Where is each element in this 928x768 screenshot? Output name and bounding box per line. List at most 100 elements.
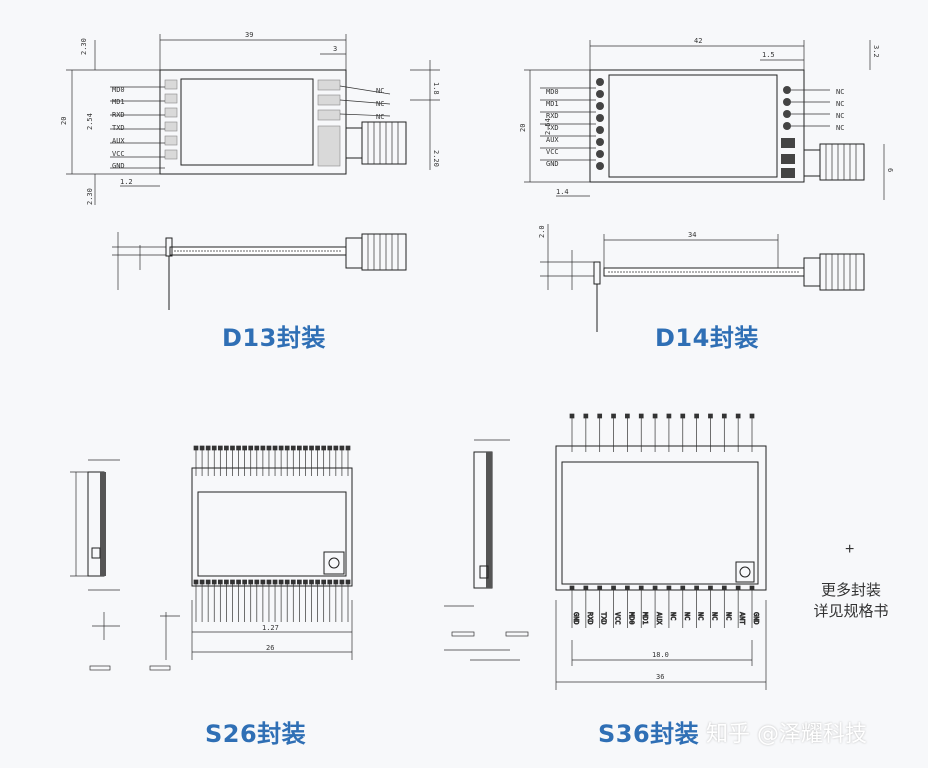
s36-caption: S36封装: [598, 720, 700, 748]
s26-bottom-pin-pad: [260, 579, 266, 585]
s26-top-pin-pad: [230, 445, 235, 451]
d14-pin-label: MD0: [546, 88, 559, 96]
d14-pin-label: NC: [836, 88, 844, 96]
s26-bottom-pin-pad: [290, 579, 296, 585]
d13-pin-label: NC: [376, 87, 384, 95]
d13-dim: 2.20: [432, 150, 440, 167]
s26-dim-length: 26: [266, 644, 274, 652]
s26-bottom-pin-pad: [284, 579, 290, 585]
s36-top-pin-pad: [597, 413, 603, 419]
d13-dim: 1.8: [432, 82, 440, 95]
s36-top-pin-pad: [666, 413, 672, 419]
s36-pin-label: MD1: [641, 612, 649, 625]
s36-pin-label: MD0: [627, 612, 635, 625]
d14-pin-label: MD1: [546, 100, 559, 108]
s26-bottom-pin-pad: [345, 579, 351, 585]
s36-top-pin-pad: [569, 413, 575, 419]
s36-top-pin-pad: [721, 413, 727, 419]
s36-bottom-pin-pad: [611, 585, 616, 591]
s36-pin-label: NC: [697, 612, 705, 620]
s26-bottom-pin-pad: [205, 579, 211, 585]
s36-top-pin-pad: [749, 413, 755, 419]
s26-bottom-pin-pad: [248, 579, 254, 585]
s26-top-pin-pad: [284, 445, 290, 451]
d14-dim: 3.2: [872, 45, 880, 58]
d14-dim: 1.5: [762, 51, 775, 59]
s36-pin-label: TXD: [600, 612, 608, 625]
s26-top-pin-pad: [266, 445, 272, 451]
s36-bottom-pin-pad: [708, 585, 713, 591]
s36-bottom-pin-pad: [749, 585, 755, 591]
s26-top-pin-pad: [303, 445, 308, 451]
d13-dim: 3: [333, 45, 337, 53]
s36-pin-label: RXD: [586, 612, 594, 625]
s26-bottom-pin-pad: [242, 579, 247, 585]
s26-bottom-pin-pad: [230, 579, 235, 585]
s26-top-pin-pad: [236, 445, 241, 451]
s26-top-pin-pad: [248, 445, 254, 451]
d14-top-view: MD0 MD1 RXD TXD AUX VCC GND NC NC NC NC …: [519, 37, 894, 200]
s36-top-pin-pad: [638, 413, 644, 419]
s36-bottom-pin-pad: [638, 585, 644, 591]
s36-bottom-pin-pad: [597, 585, 603, 591]
s36-bottom-pin-pad: [721, 585, 727, 591]
s26-bottom-pin-pad: [297, 579, 302, 585]
s36-bottom-pin-pad: [569, 585, 575, 591]
d13-dim: 1.2: [120, 178, 133, 186]
s36-pin-label: NC: [683, 612, 691, 620]
s26-bottom-pin-pad: [217, 579, 223, 585]
s26-top-pin-pad: [339, 445, 345, 451]
d14-pin-label: NC: [836, 112, 844, 120]
s36-top-pin-pad: [708, 413, 713, 419]
d13-dim: 2.30: [86, 188, 94, 205]
d13-pin-label: NC: [376, 113, 384, 121]
s26-top-pin-pad: [242, 445, 247, 451]
s26-top-pin-pad: [199, 445, 205, 451]
d14-dim: 34: [688, 231, 696, 239]
s26-bottom-pin-pad: [211, 579, 217, 585]
s26-side-view: [70, 459, 120, 640]
s36-pin-label: AUX: [655, 612, 663, 625]
s26-bottom-pin-pad: [303, 579, 308, 585]
s26-top-pin-pad: [333, 445, 339, 451]
s26-top-pin-pad: [205, 445, 211, 451]
s26-dim: 1.27: [262, 624, 279, 632]
s26-top-pin-pad: [224, 445, 229, 451]
s26-top-pin-pad: [321, 445, 327, 451]
s36-pin-label: NC: [669, 612, 677, 620]
s26-top-pin-pad: [297, 445, 302, 451]
d13-dim: 2.30: [80, 38, 88, 55]
d13-side-view: [112, 232, 407, 310]
d14-pin-label: GND: [546, 160, 559, 168]
s36-dim: 18.0: [652, 651, 669, 659]
s26-top-pin-pad: [217, 445, 223, 451]
d14-dim-width: 20: [519, 124, 527, 132]
s26-top-pin-pad: [278, 445, 284, 451]
s36-pin-label: GND: [572, 612, 580, 625]
s36-top-pin-pad: [583, 413, 589, 419]
s26-top-pin-pad: [315, 445, 320, 451]
s26-top-pin-pad: [345, 445, 351, 451]
d13-pin-label: MD0: [112, 86, 125, 94]
d14-caption: D14封装: [655, 324, 759, 352]
d14-pin-label: NC: [836, 100, 844, 108]
s36-side-view: [444, 439, 529, 661]
s36-bottom-pin-pad: [652, 585, 658, 591]
s26-top-pin-pad: [260, 445, 266, 451]
plus-icon: +: [845, 541, 855, 558]
s26-top-pin-pad: [290, 445, 296, 451]
d13-caption: D13封装: [222, 324, 326, 352]
d13-pin-label: VCC: [112, 150, 125, 158]
s26-top-pin-pad: [193, 445, 199, 451]
s26-bottom-pin-pad: [339, 579, 345, 585]
s36-bottom-pin-pad: [666, 585, 672, 591]
s26-bottom-pin-pad: [236, 579, 241, 585]
s36-bottom-pin-pad: [625, 585, 630, 591]
s36-pin-label: ANT: [738, 612, 746, 625]
s36-top-pin-pad: [652, 413, 658, 419]
d14-pin-label: NC: [836, 124, 844, 132]
d13-pin-label: MD1: [112, 98, 125, 106]
s26-top-pin-pad: [211, 445, 217, 451]
